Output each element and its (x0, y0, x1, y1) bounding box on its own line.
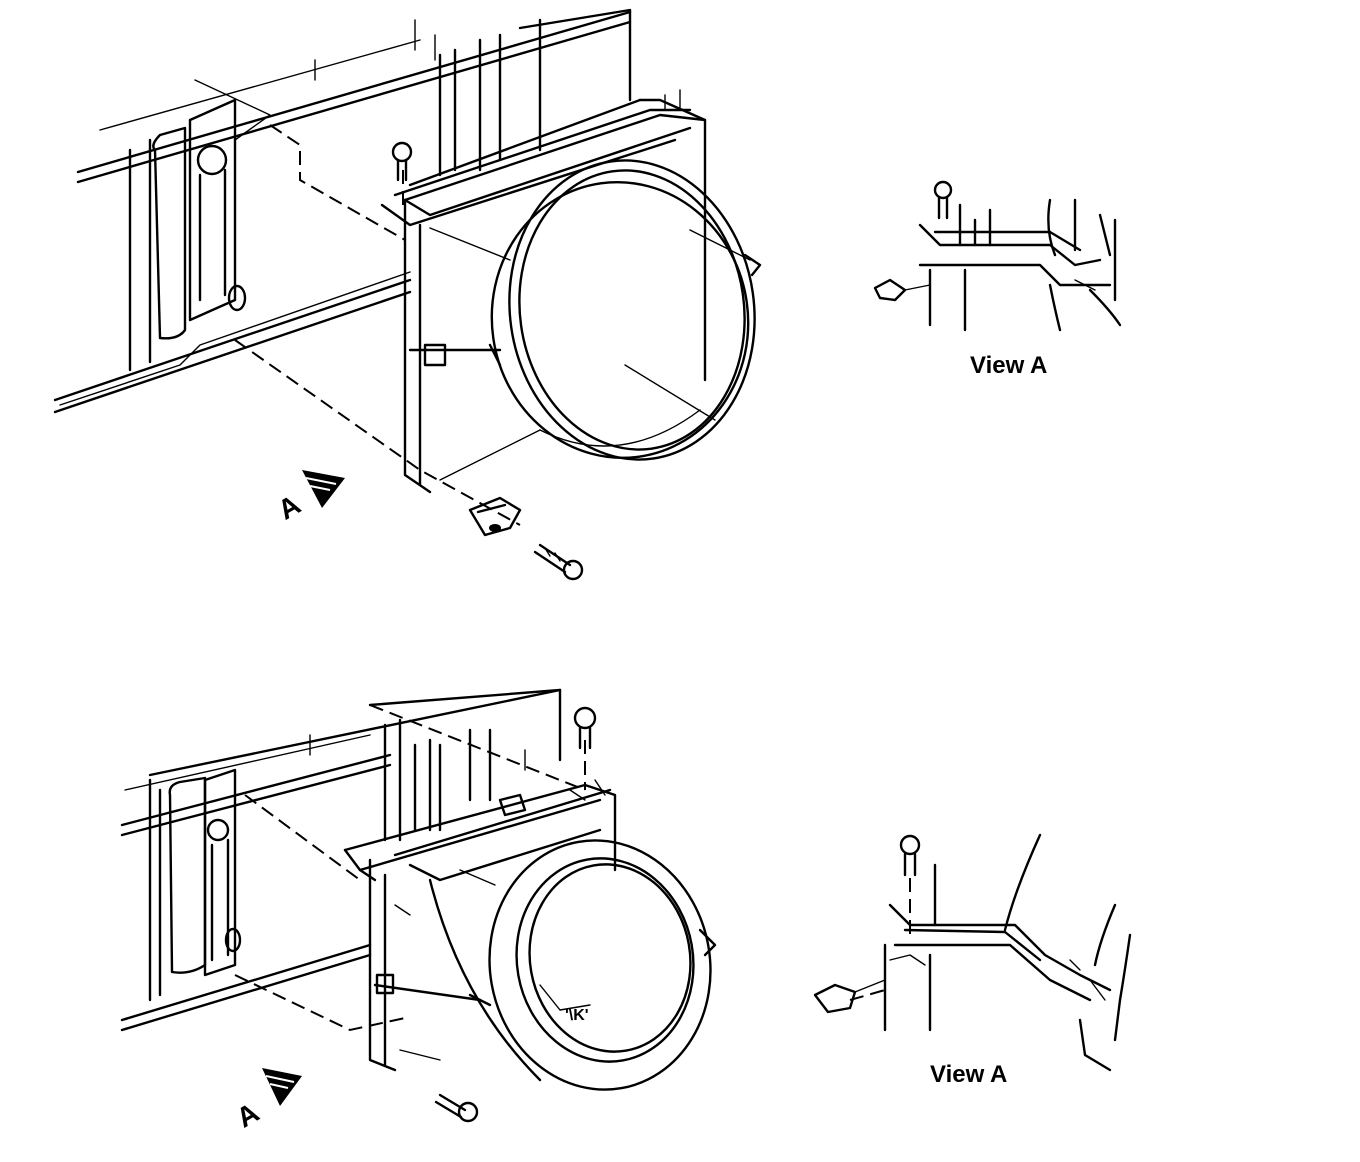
upper-fan-ring (490, 159, 762, 461)
upper-retainer-clip-icon (468, 496, 522, 537)
upper-lower-bolt-icon (533, 543, 584, 581)
upper-view-a-detail: View A (873, 180, 1122, 379)
upper-detail-clip-icon (873, 278, 931, 302)
lower-leader-line-lower (234, 974, 406, 1032)
lower-bottom-bolt-icon (434, 1093, 479, 1123)
lower-view-arrow: A (231, 1068, 302, 1134)
upper-top-bolt-icon (391, 141, 413, 182)
lower-radiator-frame (120, 688, 562, 1032)
upper-view-arrow: A (273, 470, 345, 526)
lower-fan-marking: '\K' (565, 1007, 589, 1024)
lower-leader-line-upper (244, 794, 361, 881)
upper-view-arrow-label: A (273, 489, 306, 526)
lower-detail-bolt-icon (899, 834, 921, 877)
lower-view-a-caption: View A (930, 1061, 1007, 1088)
upper-assembly: A (53, 8, 762, 581)
upper-leader-line-upper (269, 124, 406, 241)
lower-fan-shroud (343, 779, 617, 1072)
lower-view-a-detail: View A (813, 833, 1132, 1088)
lower-latch-bracket (203, 768, 242, 977)
lower-fan-ring: '\K' (428, 839, 717, 1091)
upper-latch-bracket (188, 79, 271, 322)
lower-assembly: '\K' A (120, 688, 717, 1134)
lower-leader-line-top (369, 704, 586, 791)
upper-fan-shroud (380, 89, 707, 494)
upper-view-a-caption: View A (970, 352, 1047, 379)
upper-leader-line-lower (234, 339, 521, 526)
upper-radiator-frame (53, 8, 632, 414)
upper-detail-bolt-icon (933, 180, 953, 220)
lower-detail-clip-icon (813, 979, 886, 1014)
lower-top-bolt-icon (573, 706, 597, 750)
lower-view-arrow-label: A (231, 1097, 264, 1134)
